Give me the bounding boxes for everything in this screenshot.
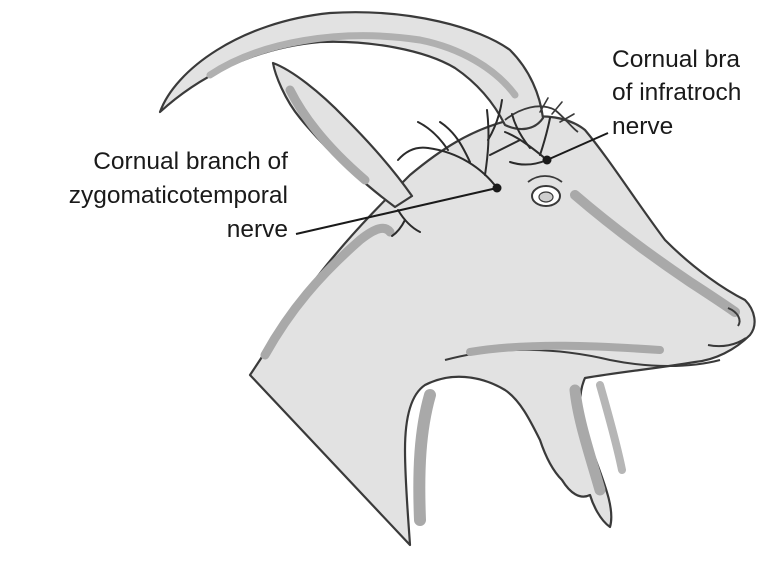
throat-shading: [419, 395, 430, 520]
infratrochlear-label-line2: of infratroch: [612, 79, 741, 106]
zygomaticotemporal-label-line1: Cornual branch of: [93, 148, 288, 175]
ear: [273, 63, 412, 207]
zygomaticotemporal-label: Cornual branch of zygomaticotemporal ner…: [69, 148, 288, 243]
zygomaticotemporal-label-line2: zygomaticotemporal: [69, 182, 288, 209]
infratrochlear-label: Cornual bra of infratroch nerve: [612, 46, 741, 140]
eye-pupil: [539, 192, 553, 202]
zygomaticotemporal-label-line3: nerve: [227, 216, 288, 243]
infratrochlear-label-line3: nerve: [612, 113, 673, 140]
beard-shading-2: [600, 385, 622, 470]
infratrochlear-label-line1: Cornual bra: [612, 46, 740, 73]
goat-head-silhouette: [250, 116, 755, 545]
